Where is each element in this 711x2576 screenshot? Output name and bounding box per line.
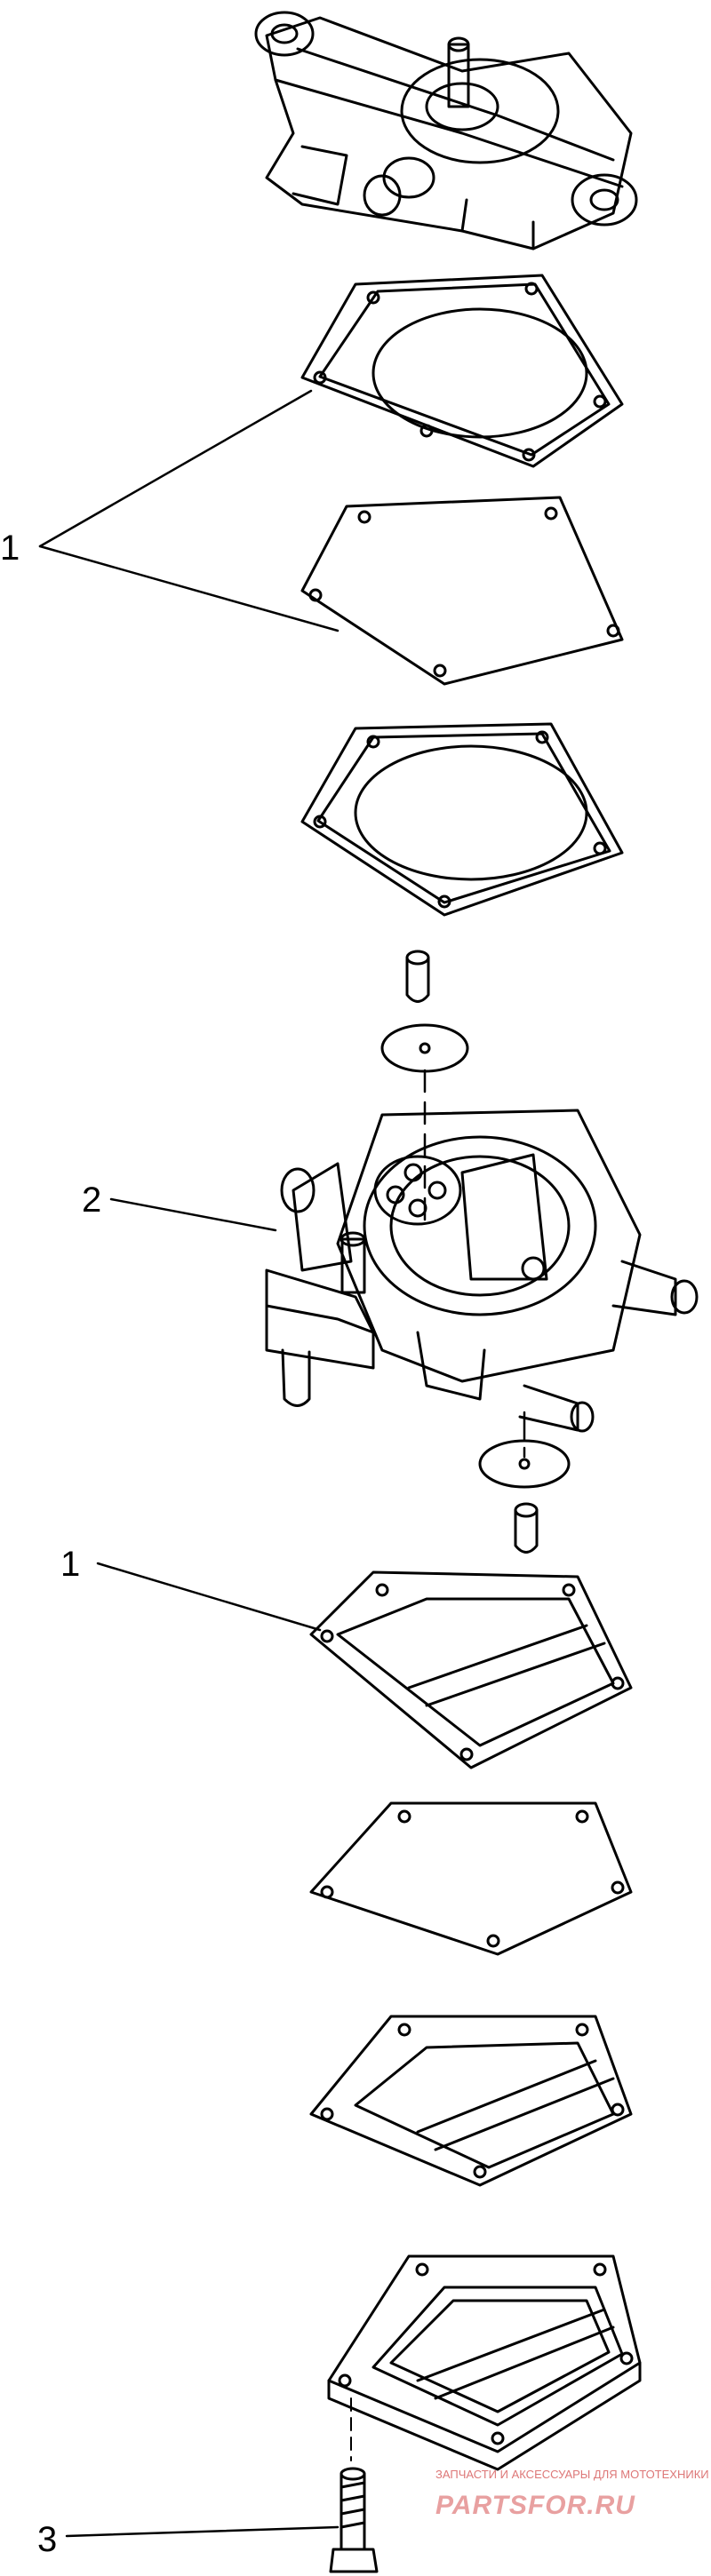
diaphragm-lower (309, 1801, 633, 1956)
callout-2: 2 (82, 1181, 101, 1220)
gasket-split-lower (309, 2015, 633, 2187)
callout-1-lower: 1 (60, 1545, 80, 1584)
watermark-subtitle: ЗАПЧАСТИ И АКСЕССУАРЫ ДЛЯ МОТОТЕХНИКИ (435, 2468, 709, 2481)
callout-3: 3 (37, 2520, 57, 2559)
pump-cover-assembly (254, 11, 638, 250)
callout-1-upper: 1 (0, 529, 20, 568)
leader-line-1-lower (96, 1562, 322, 1632)
check-valve-lower (478, 1439, 571, 1554)
gasket-ring-upper (300, 274, 624, 468)
gasket-ring-middle (300, 722, 624, 917)
diaphragm-upper (300, 496, 624, 686)
leader-line-2 (109, 1197, 277, 1232)
watermark-brand: PARTSFOR.RU (435, 2491, 635, 2520)
screw (329, 2397, 379, 2573)
leader-line-1-upper-b (38, 545, 340, 632)
gasket-split-upper (309, 1570, 633, 1769)
check-valve-upper (380, 950, 469, 1073)
leader-line-1-upper-a (38, 389, 313, 548)
pump-body (265, 1109, 699, 1433)
leader-line-3 (65, 2525, 340, 2538)
bottom-cover-plate (327, 2254, 642, 2471)
